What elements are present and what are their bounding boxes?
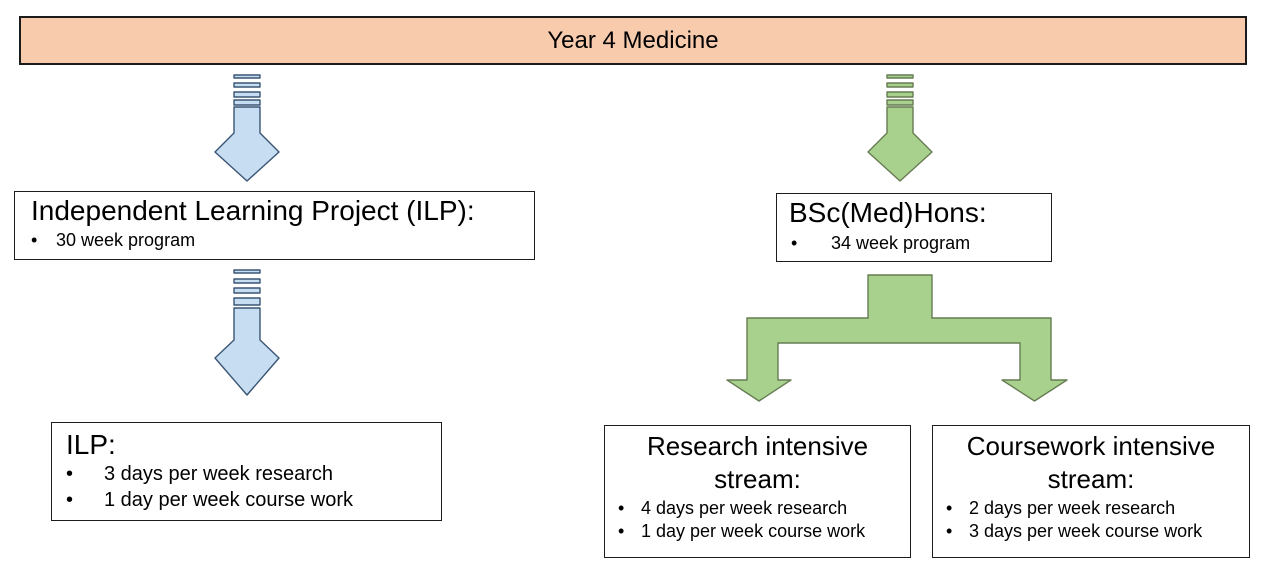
bullet-marker: •: [66, 463, 74, 486]
ilp-intro-title: Independent Learning Project (ILP):: [31, 195, 475, 226]
bullet-marker: •: [791, 233, 798, 254]
bullet-marker: •: [946, 497, 953, 518]
bsc-intro-box: BSc(Med)Hons: • 34 week program: [776, 193, 1052, 262]
bullet-text: 3 days per week research: [104, 463, 334, 486]
bsc-split-down-arrow-icon: [725, 273, 1069, 403]
bullet-text: 4 days per week research: [641, 497, 848, 518]
list-item: • 34 week program: [789, 232, 1051, 255]
bullet-text: 34 week program: [831, 233, 971, 254]
bsc-striped-down-arrow-icon: [865, 74, 935, 184]
ilp-striped-down-arrow-icon: [212, 74, 282, 184]
research-stream-box: Research intensive stream: • 4 days per …: [604, 425, 911, 558]
list-item: • 3 days per week course work: [933, 520, 1249, 544]
bullet-marker: •: [618, 521, 625, 542]
bullet-text: 30 week program: [56, 230, 196, 251]
list-item: • 2 days per week research: [933, 497, 1249, 521]
bullet-marker: •: [31, 230, 38, 251]
coursework-stream-title: Coursework intensive stream:: [966, 431, 1216, 495]
bullet-text: 2 days per week research: [969, 497, 1176, 518]
ilp-striped-down-arrow-2-icon: [212, 268, 282, 398]
bullet-marker: •: [66, 489, 74, 512]
list-item: • 3 days per week research: [66, 461, 441, 487]
list-item: • 1 day per week course work: [66, 487, 441, 513]
list-item: • 1 day per week course work: [605, 520, 910, 544]
bsc-intro-title: BSc(Med)Hons:: [789, 197, 987, 228]
bullet-marker: •: [946, 521, 953, 542]
ilp-intro-box: Independent Learning Project (ILP): • 30…: [14, 191, 535, 260]
year4-medicine-banner: Year 4 Medicine: [19, 16, 1247, 65]
coursework-stream-box: Coursework intensive stream: • 2 days pe…: [932, 425, 1250, 558]
banner-title: Year 4 Medicine: [547, 26, 719, 54]
ilp-detail-title: ILP:: [66, 429, 116, 460]
bullet-text: 3 days per week course work: [969, 521, 1203, 542]
list-item: • 4 days per week research: [605, 497, 910, 521]
list-item: • 30 week program: [31, 229, 534, 252]
research-stream-title: Research intensive stream:: [646, 431, 869, 495]
bullet-text: 1 day per week course work: [104, 489, 354, 512]
bullet-text: 1 day per week course work: [641, 521, 866, 542]
bullet-marker: •: [618, 497, 625, 518]
ilp-detail-box: ILP: • 3 days per week research • 1 day …: [51, 422, 442, 521]
